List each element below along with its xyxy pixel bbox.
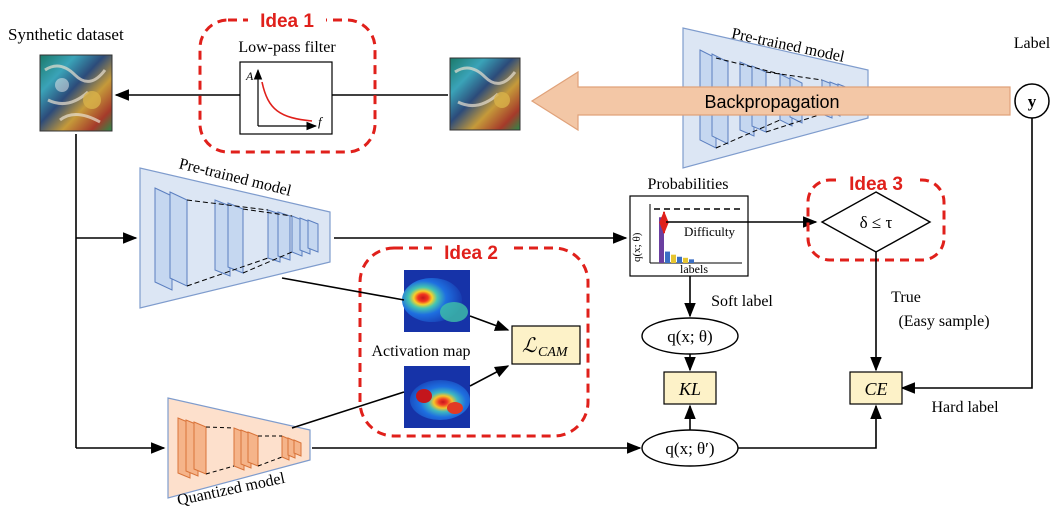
generated-image [449,57,521,131]
easy-sample-label: (Easy sample) [898,313,989,330]
l-cam-subscript: CAM [538,345,569,360]
probabilities-plot [629,195,749,277]
probability-bar [677,256,682,263]
probability-bar [683,257,688,263]
q-axis-label: q(x; θ) [631,232,643,262]
backpropagation-arrow [530,70,1011,132]
quantized-to-cam-line [291,391,405,429]
low-pass-filter-plot [239,61,333,135]
axis-f-label: f [318,114,324,129]
idea3-label: Idea 3 [849,174,903,195]
l-cam-box [511,325,581,365]
idea2-label: Idea 2 [444,243,498,264]
label-y-text: y [1028,92,1037,111]
axis-a-label: A [245,69,254,83]
condition-text: δ ≤ τ [860,213,893,232]
pretrained-model-middle [139,167,331,309]
cam1-to-loss-arrow [469,315,510,331]
probability-bar [671,254,676,263]
probability-bar [665,251,670,263]
quantized-model [167,397,311,499]
difficulty-label: Difficulty [684,224,736,239]
probability-bar [689,259,694,263]
true-label: True [891,289,921,306]
ce-box [849,371,903,405]
soft-label-text: Soft label [711,293,773,310]
low-pass-filter-label: Low-pass filter [238,39,336,56]
probability-bar [659,217,664,263]
idea1-label: Idea 1 [260,11,314,32]
q-prime-to-ce-arrow [738,404,882,449]
q-theta-text: q(x; θ) [667,327,712,346]
activation-map-label: Activation map [371,343,470,360]
label-title: Label [1014,35,1051,52]
activation-map-pretrained [402,270,470,332]
ce-text: CE [864,379,887,399]
l-cam-symbol: ℒ [522,335,537,357]
synthetic-image [39,54,113,132]
cam2-to-loss-arrow [469,365,510,387]
label-to-ce-arrow [900,118,1033,394]
q-theta-prime-text: q(x; θ′) [665,439,714,458]
probabilities-title: Probabilities [648,176,729,193]
activation-map-quantized [404,366,470,428]
labels-axis-label: labels [680,262,708,276]
idea1-box [198,18,377,154]
pretrained-to-cam-line [281,277,405,301]
synthetic-dataset-title: Synthetic dataset [8,25,124,44]
hard-label-text: Hard label [931,399,999,416]
backpropagation-label: Backpropagation [704,92,839,112]
kl-box [663,371,717,405]
kl-text: KL [678,379,701,399]
